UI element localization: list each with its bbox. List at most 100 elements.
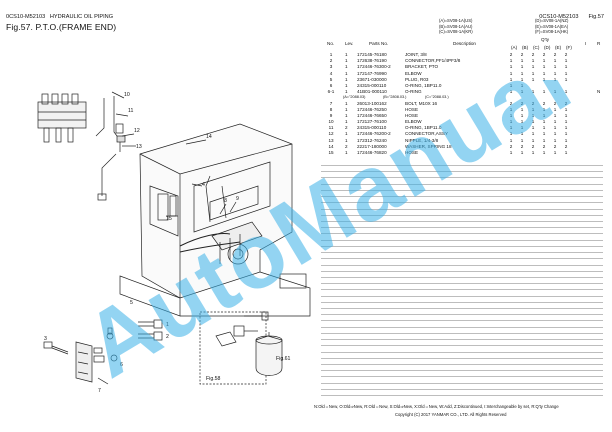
cell-qty: 2 — [531, 100, 535, 106]
cell-parts-no: 172147-76990 — [357, 70, 387, 76]
cell-qty: 1 — [564, 131, 568, 137]
model-legend-2: (D)=SV08-1A(NZ) (E)=SV08-1A(EA) (F)=SV08… — [535, 18, 568, 35]
exploded-parts-diagram: 10 11 12 13 14 15 4 5 6 7 8 9 1 2 3 Fig.… — [37, 91, 311, 394]
cell-lev: 2 — [345, 125, 348, 131]
cell-qty: 1 — [509, 150, 513, 155]
blank-line — [321, 208, 603, 215]
cell-parts-no: 23671-030000 — [357, 76, 387, 82]
fig-number-right: Fig.57 — [588, 14, 604, 20]
cell-parts-no: 24315-000110 — [357, 82, 387, 88]
col-q-e: (E) — [555, 45, 562, 50]
copyright: Copyright (C) 2017 YANMAR CO., LTD. All … — [395, 412, 507, 417]
cell-qty: 2 — [553, 143, 557, 149]
cell-no: 8 — [329, 106, 333, 112]
cell-no: 12 — [328, 131, 334, 137]
cell-description: CONNECTOR,ASSY — [405, 131, 449, 137]
blank-line — [321, 171, 603, 177]
cell-qty: 1 — [509, 137, 513, 143]
cell-qty: 1 — [553, 106, 557, 112]
callout-4: 4 — [202, 182, 205, 188]
cell-qty: 1 — [531, 106, 535, 112]
cell-parts-no: 41B01-000110 — [357, 89, 387, 95]
cell-description: HOSE — [405, 106, 419, 112]
cell-qty: 1 — [509, 76, 513, 82]
cell-lev: 1 — [345, 119, 348, 125]
col-q-f: (F) — [566, 45, 572, 50]
serial-note-row: (A="2088.03)(B="2808.03.)(C="2088.03.) — [321, 95, 603, 100]
callout-3: 3 — [44, 336, 47, 342]
blank-line — [321, 264, 603, 271]
cell-qty: 2 — [520, 52, 524, 57]
cell-qty: 1 — [531, 64, 535, 70]
cell-description: WASHER, SPRING 18 — [405, 143, 452, 149]
doc-code: 0CS10-M52103 — [6, 14, 46, 20]
cell-flag: N — [597, 89, 601, 95]
cell-qty: 1 — [564, 89, 568, 95]
cell-lev: 1 — [345, 89, 348, 95]
cell-qty: 2 — [564, 52, 568, 57]
col-lev: Lev. — [345, 41, 354, 46]
cell-qty: 1 — [564, 58, 568, 64]
cell-qty: 1 — [531, 131, 535, 137]
blank-line — [321, 314, 603, 320]
col-q-d: (D) — [544, 45, 551, 50]
cell-qty: 2 — [531, 52, 535, 57]
section-title: HYDRAULIC OIL PIPING — [49, 14, 114, 20]
cell-parts-no: 26013-100162 — [357, 100, 387, 106]
cell-qty: 2 — [509, 52, 513, 57]
cell-parts-no: 172312-76240 — [357, 137, 387, 143]
blank-line — [321, 308, 603, 314]
cell-no: 5 — [329, 76, 333, 82]
cell-description: O-RING — [405, 89, 422, 95]
cell-qty: 1 — [553, 76, 557, 82]
cell-qty: 2 — [553, 100, 557, 106]
blank-line — [321, 395, 603, 401]
cell-description: JOINT, 3/8 — [405, 52, 427, 57]
model-e: (E)=SV08-1A(EA) — [535, 23, 569, 29]
cell-qty: 1 — [553, 119, 557, 125]
cell-qty: 1 — [520, 137, 524, 143]
header-right: 0CS10-M52103 Fig.57 — [539, 14, 604, 20]
cell-qty: 1 — [553, 70, 557, 76]
cell-no: 4 — [329, 70, 333, 76]
cell-parts-no: 172127-76100 — [357, 119, 387, 125]
cell-qty: 1 — [531, 125, 535, 131]
cell-qty: 1 — [531, 137, 535, 143]
cell-qty: 1 — [520, 76, 524, 82]
blank-line — [321, 332, 603, 339]
cell-description: CONNECTOR,PF1/4PF3/8 — [405, 58, 461, 64]
cell-qty: 1 — [542, 150, 546, 155]
cell-qty: 1 — [564, 76, 568, 82]
cell-description: ELBOW — [405, 119, 422, 125]
cell-qty: 1 — [531, 58, 535, 64]
callout-7: 7 — [98, 388, 101, 394]
cell-description: O-RING, 1BP11.0 — [405, 82, 442, 88]
cell-qty: 1 — [542, 58, 546, 64]
cell-no: 14 — [328, 143, 334, 149]
parts-list-header: No. Lev. Parts No. Description (A) (B) (… — [321, 39, 603, 51]
callout-14: 14 — [206, 134, 212, 140]
cell-parts-no: 172446-76650 — [357, 112, 387, 118]
blank-line — [321, 339, 603, 345]
cell-parts-no: 172638-76190 — [357, 58, 387, 64]
cell-qty: 1 — [520, 64, 524, 70]
cell-lev: 2 — [345, 143, 348, 149]
callout-10: 10 — [124, 92, 130, 98]
blank-line — [321, 183, 603, 190]
blank-line — [321, 283, 603, 289]
cell-parts-no: 172145-76180 — [357, 52, 387, 57]
cell-qty: 2 — [509, 100, 513, 106]
blank-line — [321, 177, 603, 183]
cell-qty: 1 — [520, 119, 524, 125]
serial-note: (C="2088.03.) — [425, 95, 449, 100]
col-no: No. — [327, 41, 335, 46]
col-q-b: (B) — [522, 45, 529, 50]
blank-line — [321, 345, 603, 351]
cell-qty: 1 — [564, 106, 568, 112]
cell-qty: 1 — [564, 137, 568, 143]
